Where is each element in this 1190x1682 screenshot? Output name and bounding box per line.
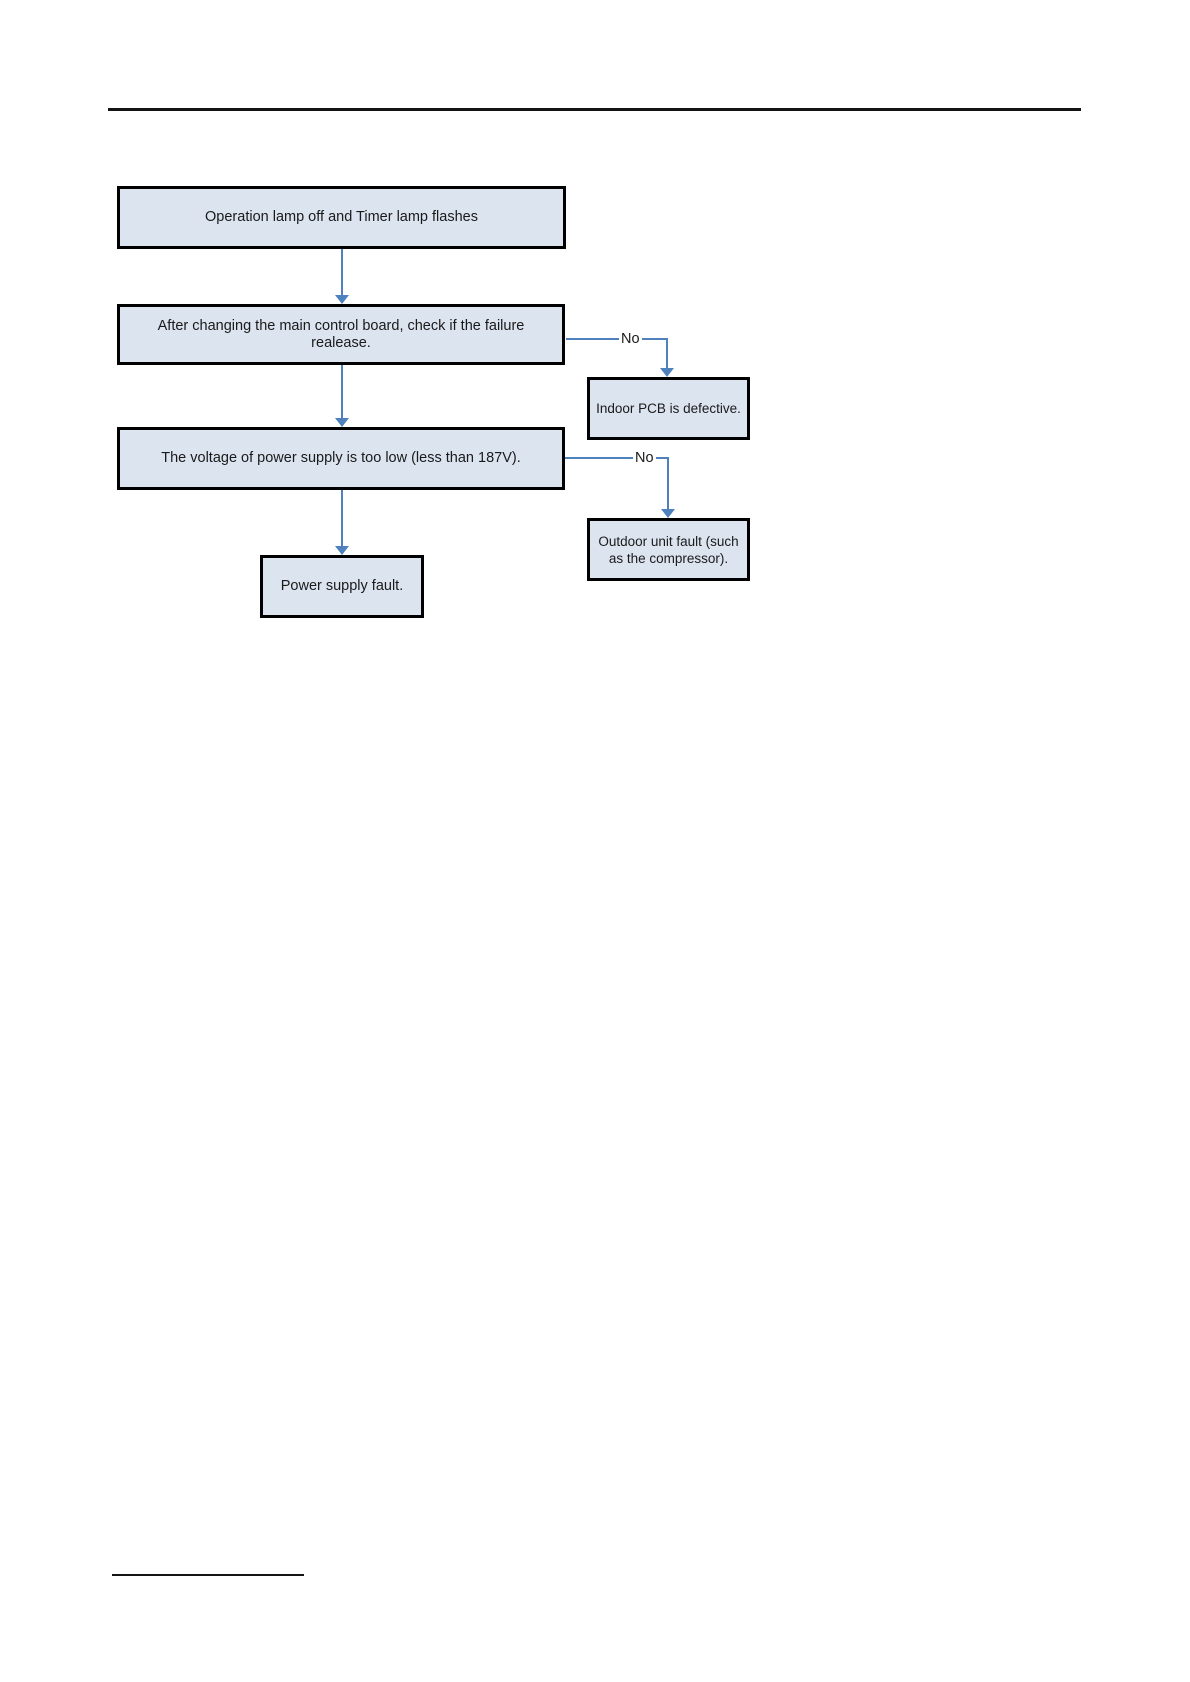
connector-voltage-no-arrowhead: [661, 509, 675, 518]
header-rule: [108, 108, 1081, 111]
arrow-voltage-to-power-line: [341, 490, 343, 547]
flow-box-symptom: Operation lamp off and Timer lamp flashe…: [117, 186, 566, 249]
edge-label-no-1: No: [619, 331, 642, 347]
arrow-symptom-to-check-line: [341, 249, 343, 296]
flow-box-voltage-too-low: The voltage of power supply is too low (…: [117, 427, 565, 490]
connector-voltage-no-vline: [667, 457, 669, 510]
arrow-check-to-voltage-line: [341, 365, 343, 419]
arrow-symptom-to-check-head: [335, 295, 349, 304]
edge-label-no-2: No: [633, 450, 656, 466]
connector-voltage-no-hline: [565, 457, 669, 459]
flow-box-power-supply-fault: Power supply fault.: [260, 555, 424, 618]
connector-check-no-hline: [566, 338, 668, 340]
connector-check-no-vline: [666, 338, 668, 369]
arrow-check-to-voltage-head: [335, 418, 349, 427]
footnote-rule: [112, 1574, 304, 1576]
arrow-voltage-to-power-head: [335, 546, 349, 555]
flow-box-outdoor-unit-fault: Outdoor unit fault (such as the compress…: [587, 518, 750, 581]
flow-box-check-control-board: After changing the main control board, c…: [117, 304, 565, 365]
flow-box-indoor-pcb-defective: Indoor PCB is defective.: [587, 377, 750, 440]
connector-check-no-arrowhead: [660, 368, 674, 377]
